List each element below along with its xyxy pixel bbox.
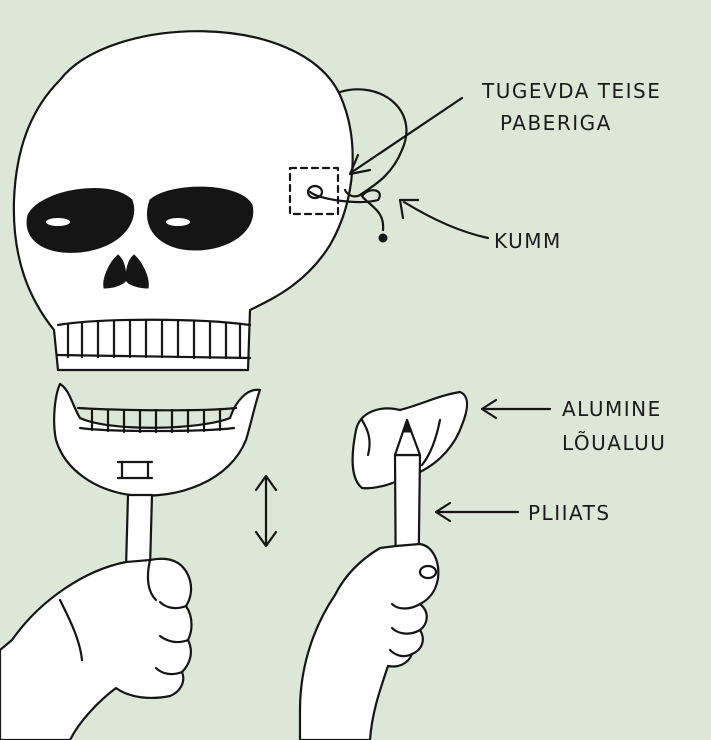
rubber-band-arrow <box>404 202 488 238</box>
skull-mask <box>14 31 407 370</box>
label-reinforce-line1: TUGEVDA TEISE <box>481 79 661 103</box>
up-down-arrow-icon <box>256 476 276 546</box>
rubber-band-end <box>379 234 387 242</box>
right-eye-glint <box>166 218 190 226</box>
label-reinforce-line2: PABERIGA <box>500 111 612 135</box>
label-jaw-line1: ALUMINE <box>562 397 662 421</box>
reinforce-arrow <box>352 98 462 172</box>
lower-jaw <box>54 384 260 496</box>
label-rubber-band: KUMM <box>494 229 562 253</box>
left-hand <box>0 559 192 740</box>
right-hand <box>300 544 438 740</box>
jaw-on-stick <box>0 384 276 740</box>
jaw-on-pencil <box>300 392 467 740</box>
stick <box>126 495 152 568</box>
left-eye-glint <box>46 218 70 226</box>
label-pencil: PLIIATS <box>528 501 611 525</box>
label-jaw-line2: LÕUALUU <box>562 431 666 455</box>
